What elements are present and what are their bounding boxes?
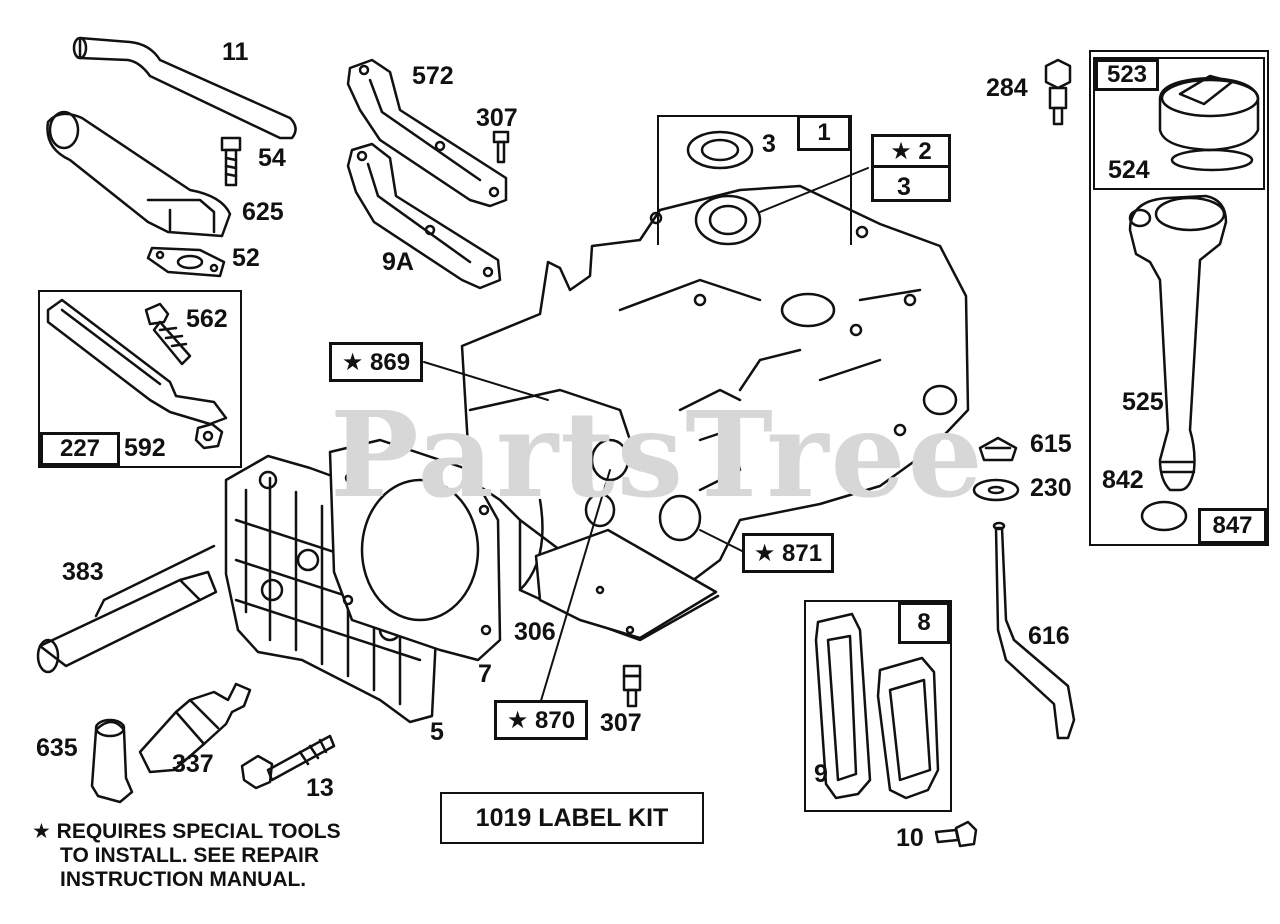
part-tube [72, 36, 297, 140]
frame-kit-847 [1089, 50, 1269, 546]
part-bracket-562 [46, 298, 228, 450]
part-gasket-572 [346, 58, 508, 208]
note-line-2: TO INSTALL. SEE REPAIR [60, 844, 320, 867]
part-intake-elbow [46, 110, 232, 238]
label-307-bottom: 307 [600, 709, 642, 737]
label-3-seal: 3 [762, 130, 776, 158]
part-gasket-306 [534, 528, 718, 640]
label-5: 5 [430, 718, 444, 746]
label-54: 54 [258, 144, 286, 172]
label-572: 572 [412, 62, 454, 90]
part-fitting-284 [1044, 58, 1072, 126]
label-11: 11 [222, 38, 249, 66]
label-625: 625 [242, 198, 284, 226]
frame-kit-8 [804, 600, 952, 812]
label-307-top: 307 [476, 104, 518, 132]
box-label-227: 227 [40, 432, 120, 466]
part-gasket-9a [346, 142, 502, 290]
part-oil-seal [686, 130, 754, 170]
frame-kit-1 [657, 115, 852, 245]
label-3-box: 3 [897, 173, 911, 201]
part-screw-307-top [492, 130, 510, 164]
label-284: 284 [986, 74, 1028, 102]
frame-kit-523 [1093, 57, 1265, 190]
label-9: 9 [814, 760, 828, 788]
note-line-3: INSTRUCTION MANUAL. [60, 868, 307, 891]
part-spark-boot [90, 718, 134, 804]
box-label-869: ★ 869 [329, 342, 423, 382]
part-o-ring-524 [1170, 148, 1254, 172]
watermark: PartsTree [330, 385, 985, 524]
part-washer-230 [972, 478, 1020, 502]
label-616: 616 [1028, 622, 1070, 650]
box-label-1: 1 [797, 115, 851, 151]
part-dipstick-cap [1158, 74, 1260, 152]
part-screw-307-bottom [622, 664, 642, 708]
label-52: 52 [232, 244, 260, 272]
frame-kit-227 [38, 290, 242, 468]
part-bolt-13 [240, 734, 336, 790]
part-gasket-9 [814, 612, 872, 800]
part-engine-block [460, 184, 970, 642]
part-o-ring-842 [1140, 500, 1188, 532]
box-label-523: 523 [1095, 59, 1159, 91]
note-line-1: REQUIRES SPECIAL TOOLS [56, 820, 341, 843]
part-link-616 [992, 521, 1076, 740]
label-592: 592 [124, 434, 166, 462]
label-kit-box: 1019 LABEL KIT [440, 792, 704, 844]
part-breather-tube [36, 544, 218, 674]
part-cover-8 [876, 656, 940, 800]
label-337: 337 [172, 750, 214, 778]
part-dipstick-tube [1128, 194, 1228, 492]
part-spark-plug [138, 682, 252, 774]
box-label-871: ★ 871 [742, 533, 834, 573]
box-label-847: 847 [1198, 508, 1267, 544]
label-306: 306 [514, 618, 556, 646]
box-label-2: ★ 2 [871, 134, 951, 168]
label-842: 842 [1102, 466, 1144, 494]
part-screw-54 [220, 136, 242, 187]
label-13: 13 [306, 774, 334, 802]
label-562: 562 [186, 305, 228, 333]
part-retainer-615 [978, 436, 1018, 462]
box-label-8: 8 [898, 602, 950, 644]
part-head-gasket [328, 438, 502, 662]
label-525: 525 [1122, 388, 1164, 416]
label-524: 524 [1108, 156, 1150, 184]
label-615: 615 [1030, 430, 1072, 458]
part-gasket-52 [146, 246, 226, 278]
label-635: 635 [36, 734, 78, 762]
box-label-870: ★ 870 [494, 700, 588, 740]
special-tools-note: ★ REQUIRES SPECIAL TOOLS TO INSTALL. SEE… [32, 820, 341, 892]
label-383: 383 [62, 558, 104, 586]
label-9a: 9A [382, 248, 414, 276]
label-230: 230 [1030, 474, 1072, 502]
box-label-3-frame [871, 168, 951, 202]
label-10: 10 [896, 824, 924, 852]
part-screw-10 [934, 820, 978, 848]
label-7: 7 [478, 660, 492, 688]
star-icon: ★ [32, 820, 51, 843]
